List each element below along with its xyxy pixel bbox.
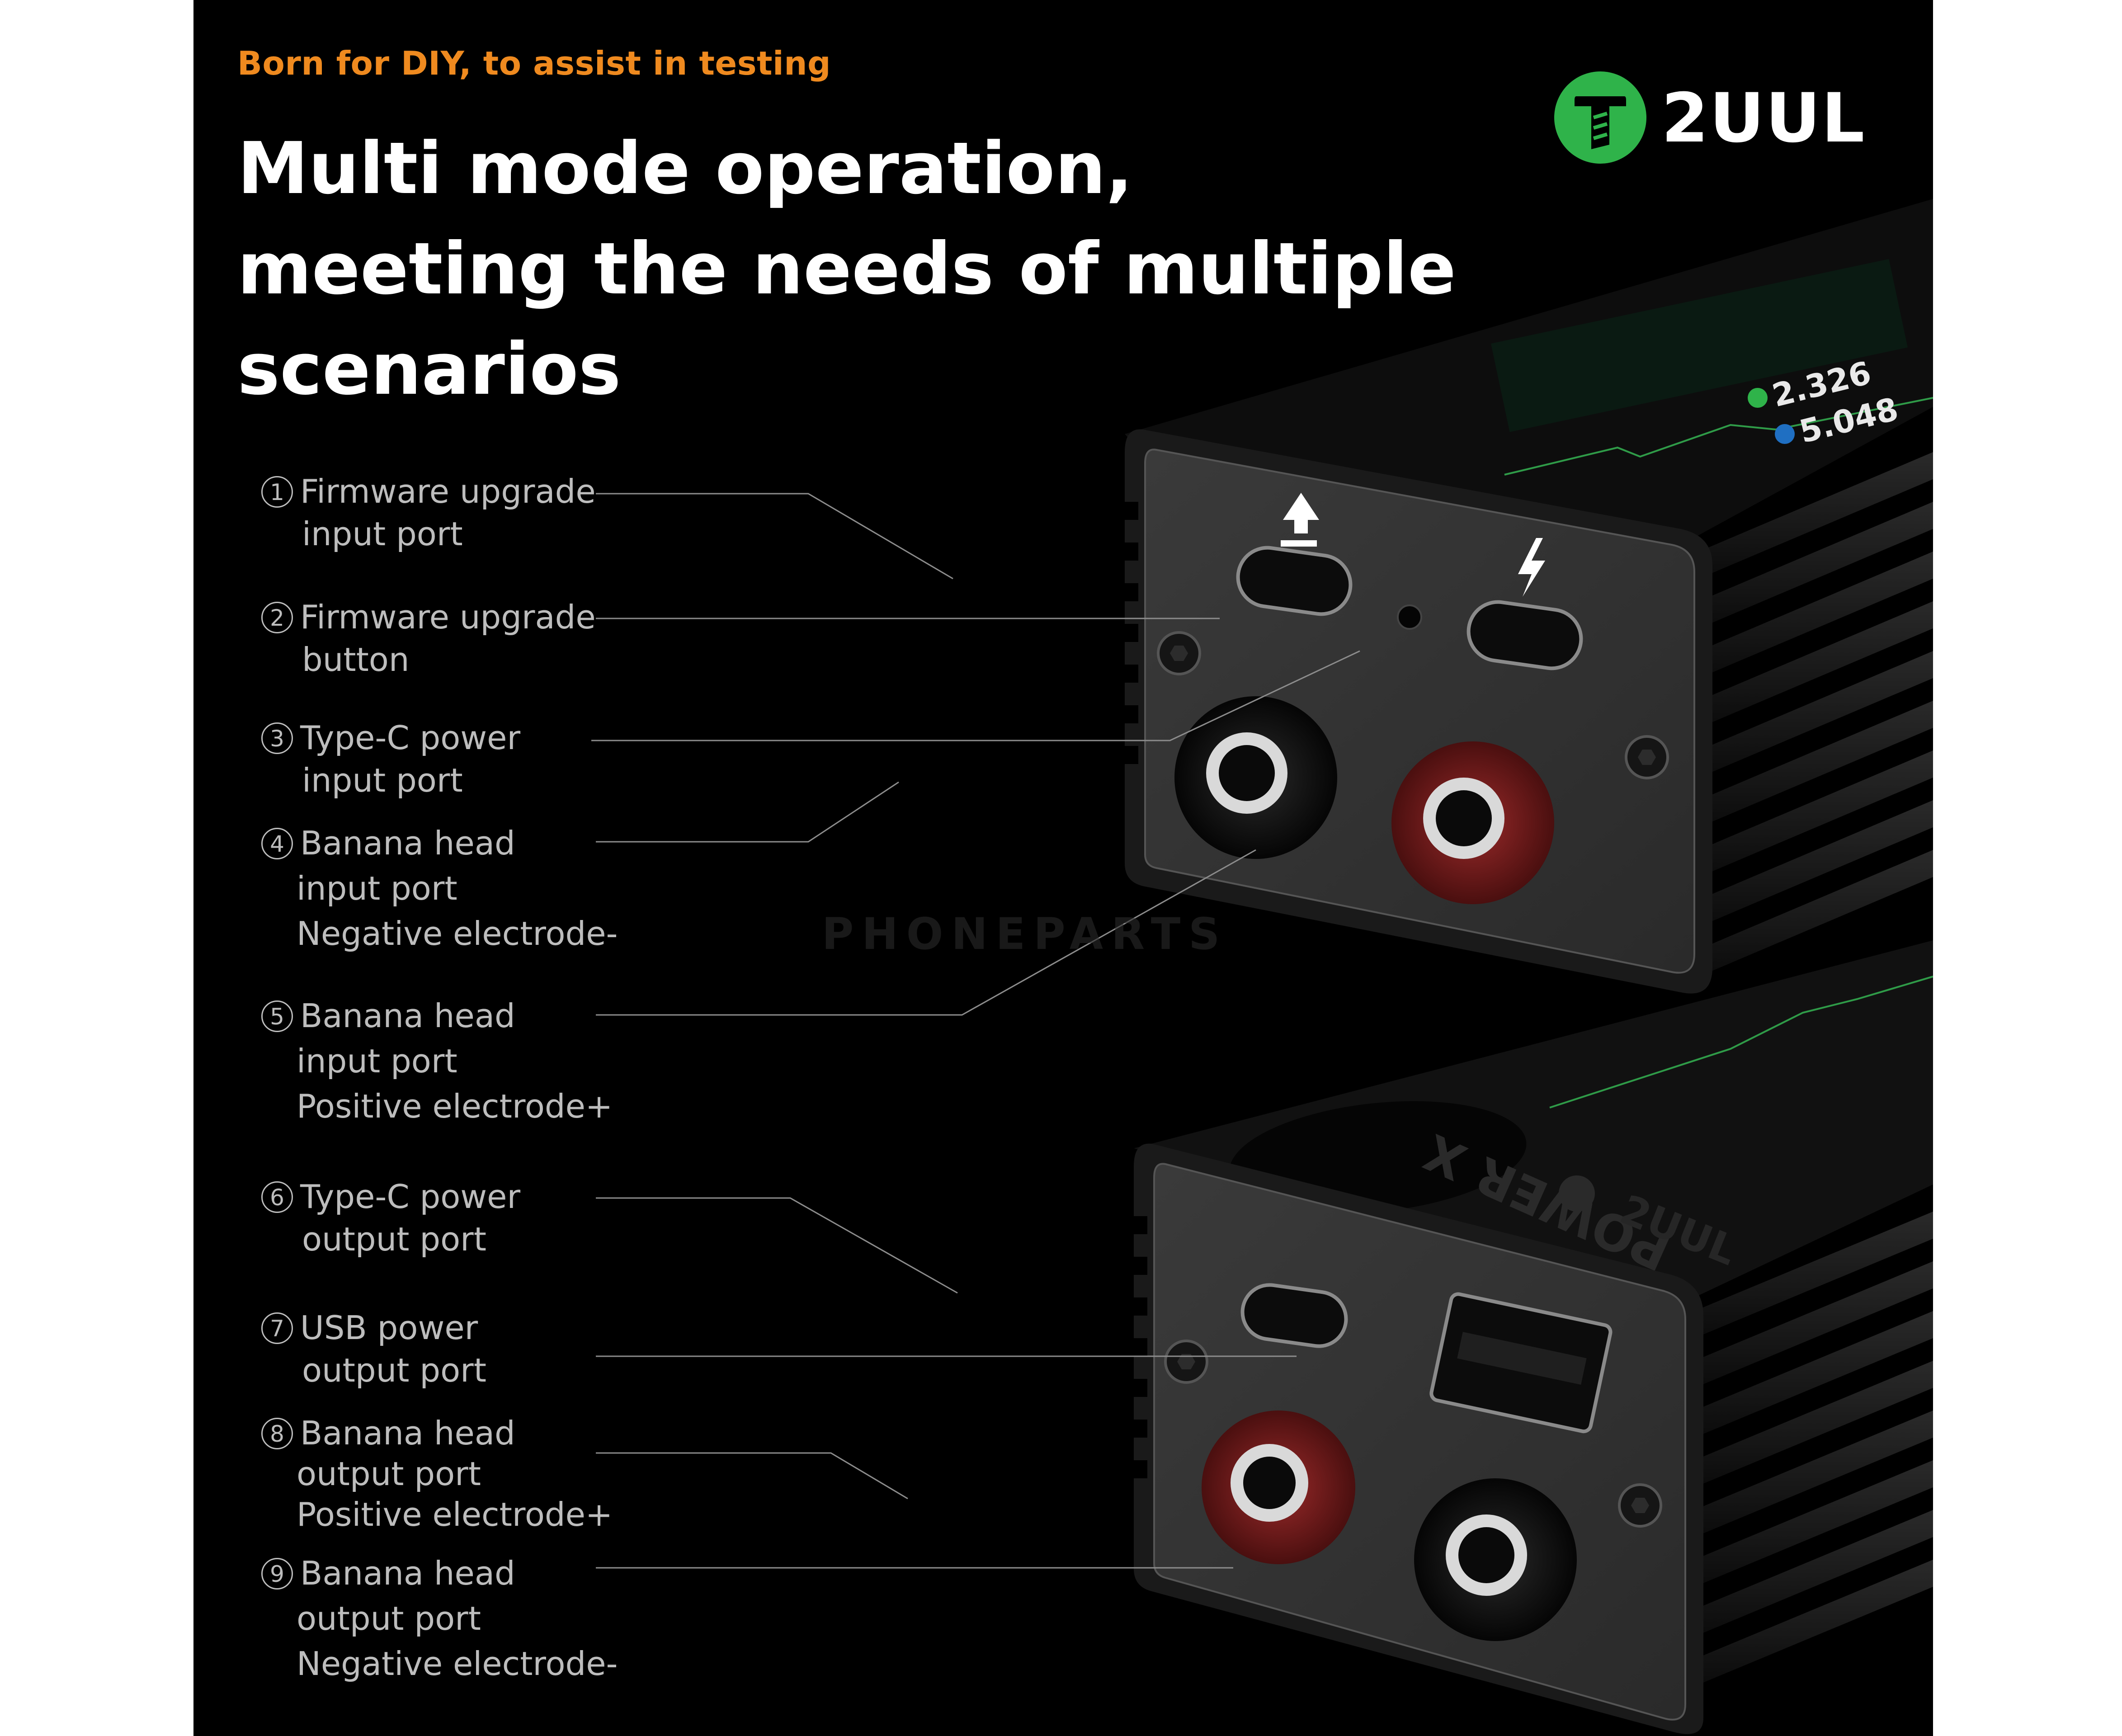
label-number: 1 [261, 476, 293, 508]
label-line: Negative electrode- [297, 1645, 618, 1683]
positive-input-jack [1391, 741, 1554, 904]
bottom-device: POWER X 2UUL [1134, 940, 1933, 1734]
headline: Multi mode operation, meeting the needs … [237, 118, 1458, 420]
tagline: Born for DIY, to assist in testing [237, 44, 831, 82]
headline-line-3: scenarios [237, 328, 621, 411]
label-line: Positive electrode+ [297, 1495, 613, 1533]
label-line: input port [302, 761, 463, 799]
negative-input-jack [1174, 696, 1337, 859]
power-output-usb-c-port [1240, 1283, 1348, 1348]
brand-name: 2UUL [1661, 79, 1866, 158]
device-illustration: 2.326 5.048 [591, 199, 1933, 1734]
label-line: output port [302, 1220, 486, 1258]
label-number: 2 [261, 602, 293, 633]
screw-logo-icon [1554, 71, 1646, 164]
label-line: Type-C power [300, 1178, 521, 1216]
leader-lines [591, 493, 1360, 1569]
label-line: output port [297, 1455, 481, 1493]
label-line: button [302, 641, 410, 679]
upload-icon [1281, 493, 1319, 547]
label-number: 5 [261, 1000, 293, 1032]
label-line: input port [297, 1042, 457, 1080]
label-line: Banana head [300, 997, 515, 1035]
firmware-upgrade-button [1397, 604, 1422, 630]
label-number: 7 [261, 1312, 293, 1344]
label-number: 6 [261, 1181, 293, 1213]
label-line: Positive electrode+ [297, 1087, 613, 1125]
negative-output-jack [1414, 1478, 1577, 1641]
watermark: PHONEPARTS [822, 909, 1228, 959]
positive-output-jack [1202, 1410, 1355, 1564]
lightning-icon [1518, 538, 1545, 597]
label-line: Firmware upgrade [300, 472, 596, 510]
label-line: Type-C power [300, 719, 521, 757]
label-line: output port [302, 1351, 486, 1389]
label-line: input port [302, 515, 463, 553]
label-line: Banana head [300, 824, 515, 862]
power-input-usb-c-port [1467, 600, 1583, 670]
label-line: Negative electrode- [297, 915, 618, 953]
firmware-usb-c-port [1236, 546, 1353, 616]
headline-line-1: Multi mode operation, [237, 127, 1133, 210]
product-panel: 2.326 5.048 [193, 0, 1933, 1736]
label-line: Banana head [300, 1554, 515, 1592]
label-line: Banana head [300, 1414, 515, 1452]
headline-line-2: meeting the needs of multiple [237, 227, 1457, 311]
label-number: 4 [261, 828, 293, 859]
label-number: 3 [261, 722, 293, 754]
brand-logo: 2UUL [1553, 70, 1878, 165]
label-line: output port [297, 1599, 481, 1637]
label-number: 8 [261, 1418, 293, 1449]
usb-a-output-port [1429, 1292, 1613, 1434]
top-device: 2.326 5.048 [1125, 199, 1933, 994]
label-line: USB power [300, 1309, 478, 1347]
label-line: Firmware upgrade [300, 598, 596, 636]
label-number: 9 [261, 1558, 293, 1590]
label-line: input port [297, 869, 457, 907]
